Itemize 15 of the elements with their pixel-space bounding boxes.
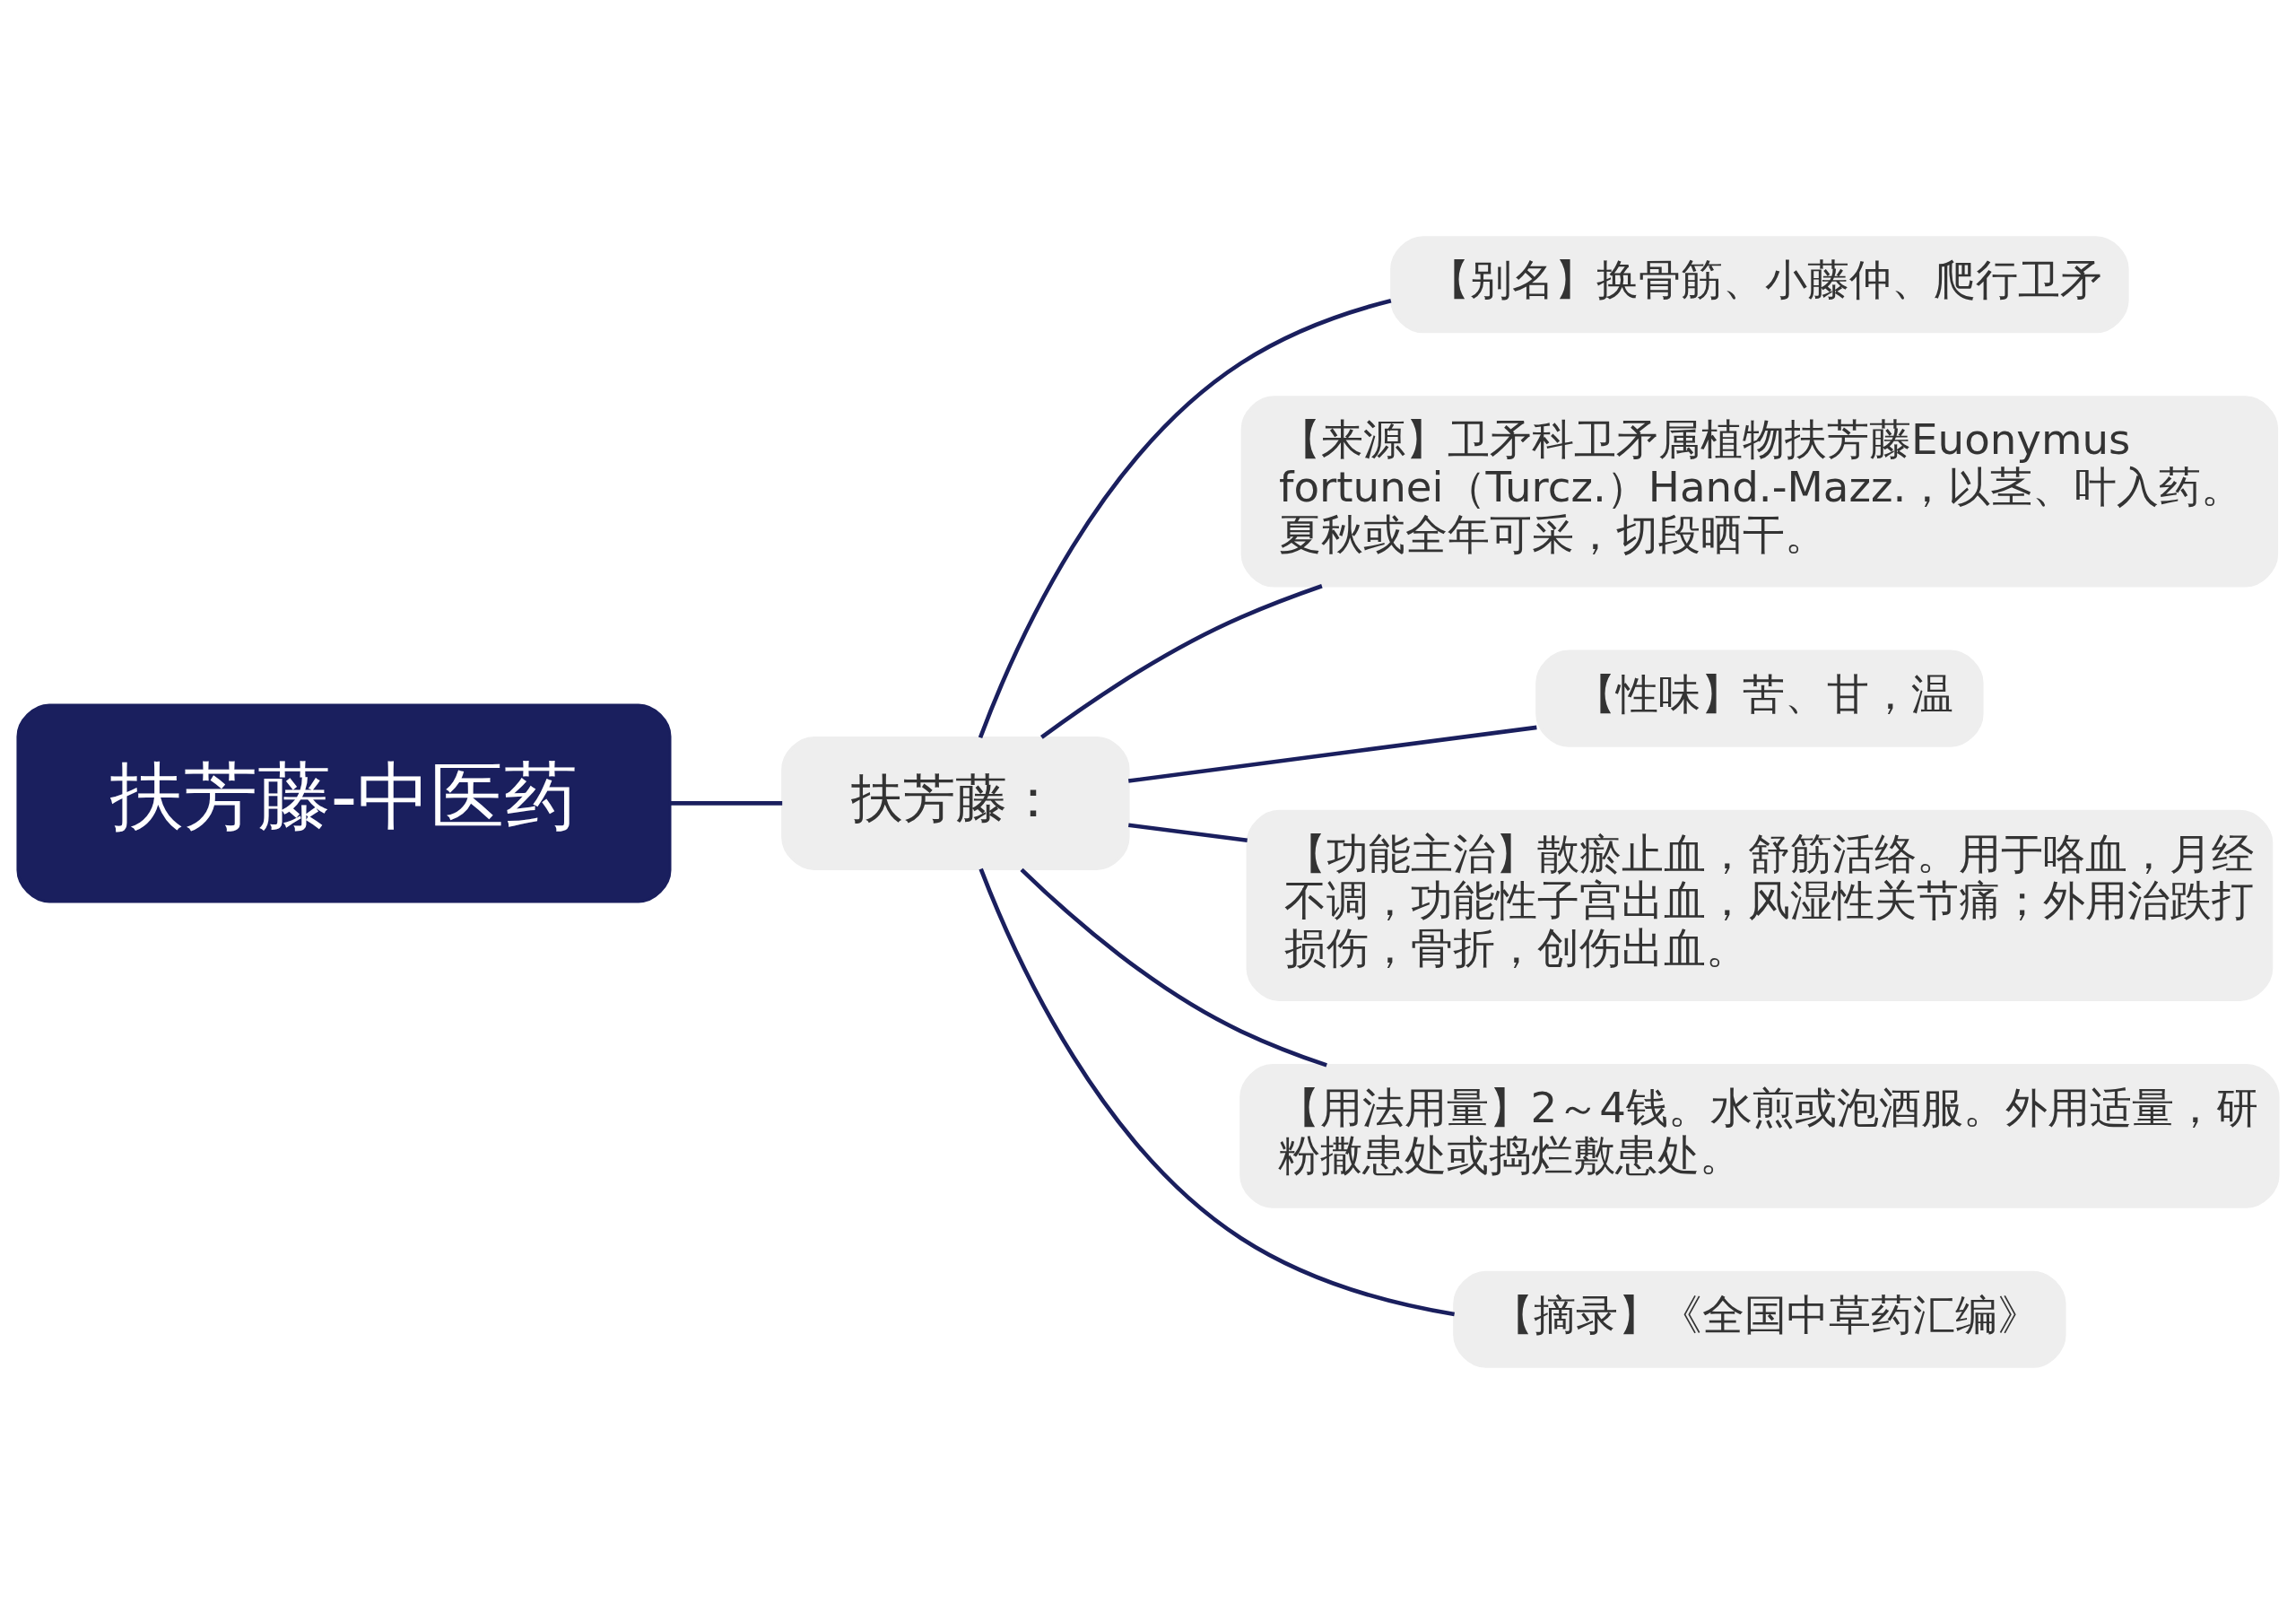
node-box: 【性味】苦、甘，温 — [1535, 649, 1984, 747]
node-box: 【来源】卫矛科卫矛属植物扶芳藤Euonymus fortunei（Turcz.）Hand.-Mazz.，以茎、叶入药。夏秋或全年可采，切段晒干。 — [1240, 396, 2279, 588]
node-box: 【摘录】《全国中草药汇编》 — [1453, 1270, 2066, 1368]
connector — [670, 801, 783, 806]
connector — [1127, 823, 1248, 842]
node-box: 【别名】换骨筋、小藤仲、爬行卫矛 — [1390, 236, 2129, 334]
connector — [978, 867, 1455, 1317]
connector — [1040, 584, 1323, 739]
node-box: 【功能主治】散瘀止血，舒筋活络。用于咯血，月经不调，功能性子宫出血，风湿性关节痛；外用治跌打损伤，骨折，创伤出血。 — [1246, 809, 2274, 1001]
node-box: 【用法用量】2～4钱。水煎或泡酒服。外用适量，研粉撒患处或捣烂敷患处。 — [1239, 1064, 2280, 1208]
connector — [978, 298, 1392, 739]
connector — [1020, 867, 1327, 1068]
node-box: 扶芳藤-中医药 — [16, 703, 672, 903]
connector — [1127, 725, 1537, 783]
node-box: 扶芳藤： — [781, 737, 1130, 870]
